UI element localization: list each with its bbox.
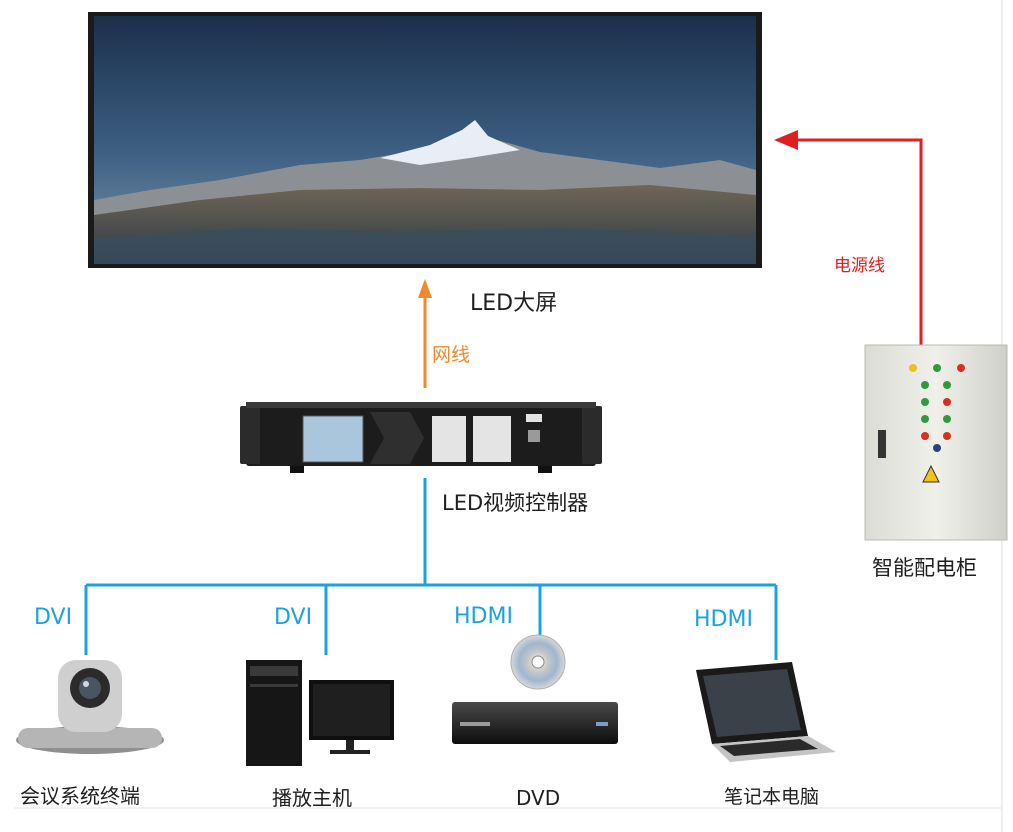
device-label-dvd: DVD bbox=[516, 786, 561, 810]
device-label-camera: 会议系统终端 bbox=[20, 784, 140, 808]
port-label-laptop: HDMI bbox=[694, 607, 753, 632]
desktop-pc-image bbox=[246, 660, 394, 766]
port-label-camera: DVI bbox=[34, 605, 73, 630]
network-arrowhead bbox=[418, 279, 432, 298]
port-label-pc: DVI bbox=[274, 605, 313, 630]
signal-bus bbox=[84, 478, 778, 660]
power-arrowhead bbox=[774, 130, 798, 150]
device-label-laptop: 笔记本电脑 bbox=[724, 786, 820, 808]
led-screen-label: LED大屏 bbox=[470, 291, 558, 316]
power-line bbox=[795, 138, 923, 345]
power-cable-label: 电源线 bbox=[834, 256, 885, 276]
device-label-pc: 播放主机 bbox=[272, 786, 352, 810]
controller-device bbox=[240, 402, 602, 473]
network-cable-label: 网线 bbox=[432, 344, 471, 366]
controller-label: LED视频控制器 bbox=[442, 491, 589, 515]
dvd-player-image bbox=[452, 634, 618, 744]
power-cabinet-image bbox=[864, 344, 1008, 541]
port-label-dvd: HDMI bbox=[454, 604, 513, 629]
led-screen-image bbox=[88, 12, 762, 268]
conference-camera-image bbox=[16, 660, 164, 754]
power-cabinet-label: 智能配电柜 bbox=[872, 556, 977, 580]
laptop-image bbox=[696, 662, 836, 762]
